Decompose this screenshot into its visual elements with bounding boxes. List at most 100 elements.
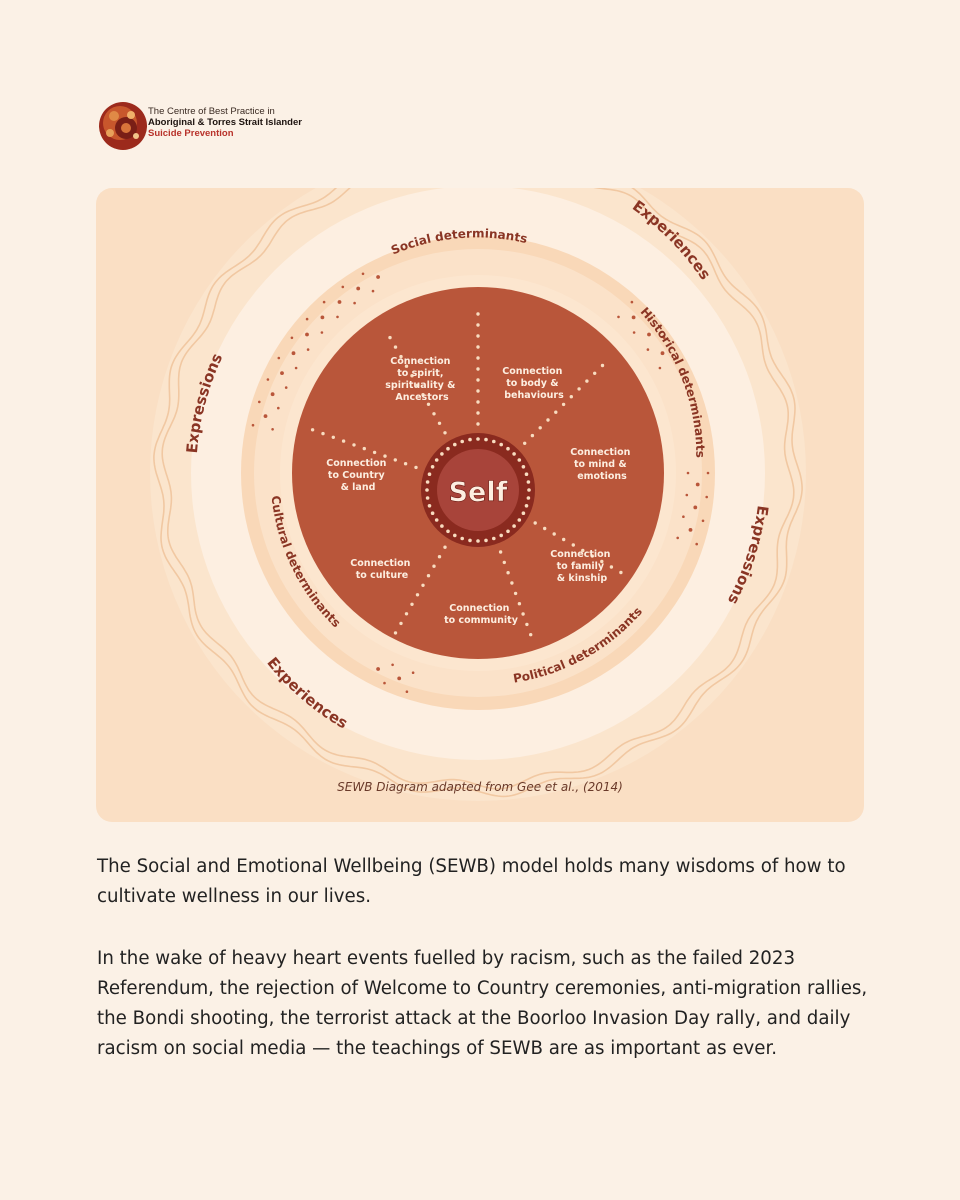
spoke-dot <box>476 400 480 404</box>
pattern-dot <box>277 356 281 360</box>
spoke-dot <box>476 389 480 393</box>
aboriginal-art-logo-icon <box>99 102 147 150</box>
pattern-dot <box>294 366 298 370</box>
spoke-dot <box>521 612 525 616</box>
spoke-dot <box>585 379 589 383</box>
spoke-dot <box>530 433 535 438</box>
spoke-dot <box>321 431 325 436</box>
spoke-dot <box>341 439 346 443</box>
spoke-dot <box>590 554 594 558</box>
spoke-dot <box>562 537 566 542</box>
spoke-dot <box>498 550 503 554</box>
spoke-dot <box>404 364 409 368</box>
pattern-dot <box>695 542 698 546</box>
spoke-dot <box>561 402 566 407</box>
spoke-dot <box>410 374 414 378</box>
self-ring-dot <box>446 446 450 451</box>
spoke-dot <box>476 378 480 382</box>
spoke-dot <box>403 462 408 466</box>
pattern-dot <box>266 378 270 381</box>
pattern-dot <box>277 406 280 410</box>
spoke-dot <box>476 367 480 371</box>
self-ring-dot <box>476 539 480 543</box>
spoke-dot <box>310 428 315 432</box>
self-ring-dot <box>526 480 531 484</box>
spoke-dot <box>600 363 605 368</box>
spoke-dot <box>383 454 387 458</box>
spoke-dot <box>410 602 414 606</box>
spoke-dot <box>362 446 366 451</box>
connection-label-body: Connection to body & behaviours <box>502 366 566 401</box>
spoke-dot <box>581 548 585 553</box>
spoke-dot <box>609 565 614 569</box>
pattern-dot <box>280 371 284 375</box>
pattern-dot <box>658 366 662 370</box>
spoke-dot <box>393 345 398 349</box>
self-ring-dot <box>453 442 457 447</box>
pattern-dot <box>322 300 326 304</box>
self-ring-dot <box>517 458 522 462</box>
outer-wave-line <box>161 188 795 790</box>
spoke-dot <box>538 426 542 430</box>
spoke-dot <box>529 633 533 637</box>
self-ring-dot <box>427 472 432 477</box>
pattern-dot <box>695 482 700 487</box>
spoke-dot <box>443 431 447 435</box>
pattern-dot <box>660 351 665 356</box>
pattern-dot <box>631 315 636 320</box>
pattern-dot <box>371 289 375 293</box>
spoke-dot <box>331 435 335 439</box>
spoke-dot <box>393 631 398 635</box>
pattern-dot <box>251 423 255 427</box>
logo-line-2: Aboriginal & Torres Strait Islander <box>148 117 302 128</box>
self-ring-dot <box>517 518 522 522</box>
spoke-dot <box>426 402 431 406</box>
pattern-dot <box>705 495 708 499</box>
spoke-dot <box>554 410 558 414</box>
self-ring-dot <box>476 437 480 441</box>
spoke-dot <box>523 441 527 445</box>
sewb-diagram-card: Self Connection to spirit, spirituality … <box>96 188 864 822</box>
pattern-dot <box>270 392 275 397</box>
pattern-dot <box>320 331 324 334</box>
connection-divider-dots <box>310 312 623 637</box>
spoke-dot <box>517 602 522 606</box>
self-ring-dot <box>492 536 496 541</box>
self-ring-dot <box>460 439 465 444</box>
self-ring-dot <box>430 511 435 515</box>
pattern-dot <box>411 671 415 674</box>
spoke-dot <box>432 412 436 416</box>
spoke-dot <box>476 422 480 426</box>
self-ring-dot <box>453 533 457 538</box>
spoke-dot <box>443 545 447 549</box>
connection-label-family: Connection to family & kinship <box>550 549 614 584</box>
spoke-dot <box>476 323 480 327</box>
spoke-dot <box>399 354 403 359</box>
pattern-dot <box>706 471 710 475</box>
logo-line-1: The Centre of Best Practice in <box>148 106 275 117</box>
spoke-dot <box>414 465 418 470</box>
pattern-dot <box>376 667 380 671</box>
self-ring-dot <box>440 452 444 456</box>
sewb-diagram: Self Connection to spirit, spirituality … <box>150 188 806 801</box>
self-ring-dot <box>484 538 488 543</box>
spoke-dot <box>432 564 436 568</box>
self-inner-circle <box>437 449 519 531</box>
pattern-dot <box>647 317 651 321</box>
spoke-dot <box>415 383 420 387</box>
spoke-dot <box>393 458 397 462</box>
spoke-dot <box>525 622 529 627</box>
pattern-dot <box>284 386 288 389</box>
spoke-dot <box>619 570 623 575</box>
spoke-dot <box>513 591 518 596</box>
self-dot-ring <box>425 437 531 543</box>
logo-wordmark: The Centre of Best Practice in Aborigina… <box>148 106 302 139</box>
pattern-dot <box>675 356 679 360</box>
self-ring-dot <box>440 524 444 528</box>
spoke-dot <box>476 312 480 316</box>
pattern-dot <box>701 519 705 523</box>
self-ring-dot <box>526 496 531 500</box>
pattern-dot <box>320 315 325 320</box>
spoke-dot <box>476 411 480 415</box>
pattern-dot <box>632 331 636 334</box>
